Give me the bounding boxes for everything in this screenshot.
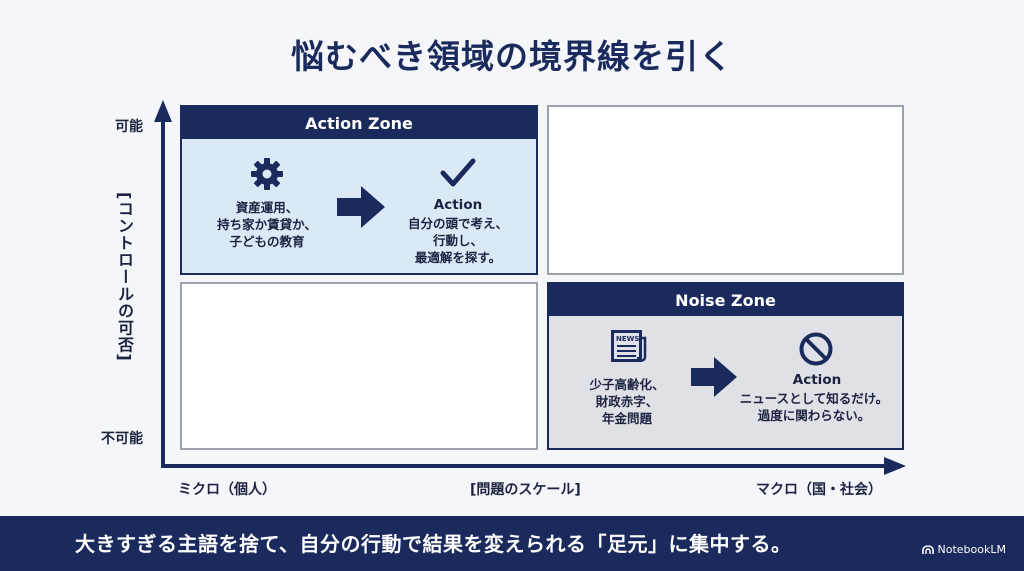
footer-message: 大きすぎる主語を捨て、自分の行動で結果を変えられる「足元」に集中する。 bbox=[75, 532, 792, 556]
y-axis-arrowhead bbox=[154, 100, 172, 122]
prohibited-icon bbox=[799, 332, 833, 366]
quadrant-top-right bbox=[547, 105, 904, 275]
notebooklm-icon bbox=[921, 544, 934, 554]
news-icon: NEWS bbox=[611, 330, 647, 362]
brand-logo: NotebookLM bbox=[921, 543, 1006, 556]
news-icon-label: NEWS bbox=[616, 335, 640, 343]
y-axis-title: [コントロールの可否] bbox=[115, 192, 134, 362]
action-zone-body: 資産運用、 持ち家か賃貸か、 子どもの教育 Action 自分の頭で考え、 行動… bbox=[182, 139, 536, 273]
page-title: 悩むべき領域の境界線を引く bbox=[291, 37, 733, 76]
action-zone-header: Action Zone bbox=[182, 107, 536, 139]
checkmark-icon bbox=[440, 158, 476, 187]
noise-zone-quadrant: Noise Zone NEWS 少子高齢化、 財政赤字、 年金問題 Action… bbox=[547, 282, 904, 450]
noise-zone-examples: 少子高齢化、 財政赤字、 年金問題 bbox=[589, 377, 665, 426]
footer-bar bbox=[0, 516, 1024, 571]
noise-zone-body: NEWS 少子高齢化、 財政赤字、 年金問題 Action ニュースとして知るだ… bbox=[549, 316, 902, 448]
x-axis-right-label: マクロ（国・社会） bbox=[756, 482, 882, 498]
action-zone-examples: 資産運用、 持ち家か賃貸か、 子どもの教育 bbox=[217, 200, 317, 249]
action-zone-action-title: Action bbox=[433, 197, 483, 213]
gear-icon bbox=[251, 158, 283, 190]
action-zone-quadrant: Action Zone 資産運用、 持ち家か賃貸か、 子どもの教育 Action bbox=[180, 105, 538, 275]
arrow-right-icon bbox=[337, 186, 385, 228]
x-axis-left-label: ミクロ（個人） bbox=[178, 482, 276, 498]
arrow-right-icon bbox=[691, 357, 737, 397]
x-axis-arrowhead bbox=[884, 457, 906, 475]
y-axis-bottom-label: 不可能 bbox=[101, 431, 143, 447]
noise-zone-header: Noise Zone bbox=[549, 284, 902, 316]
y-axis-top-label: 可能 bbox=[115, 119, 143, 135]
quadrant-bottom-left bbox=[180, 282, 538, 450]
x-axis-title: [問題のスケール] bbox=[470, 482, 581, 498]
noise-zone-action-text: ニュースとして知るだけ。 過度に関わらない。 bbox=[739, 391, 889, 423]
noise-zone-action-title: Action bbox=[792, 372, 842, 388]
action-zone-action-text: 自分の頭で考え、 行動し、 最適解を探す。 bbox=[407, 216, 508, 265]
brand-name: NotebookLM bbox=[937, 543, 1006, 556]
